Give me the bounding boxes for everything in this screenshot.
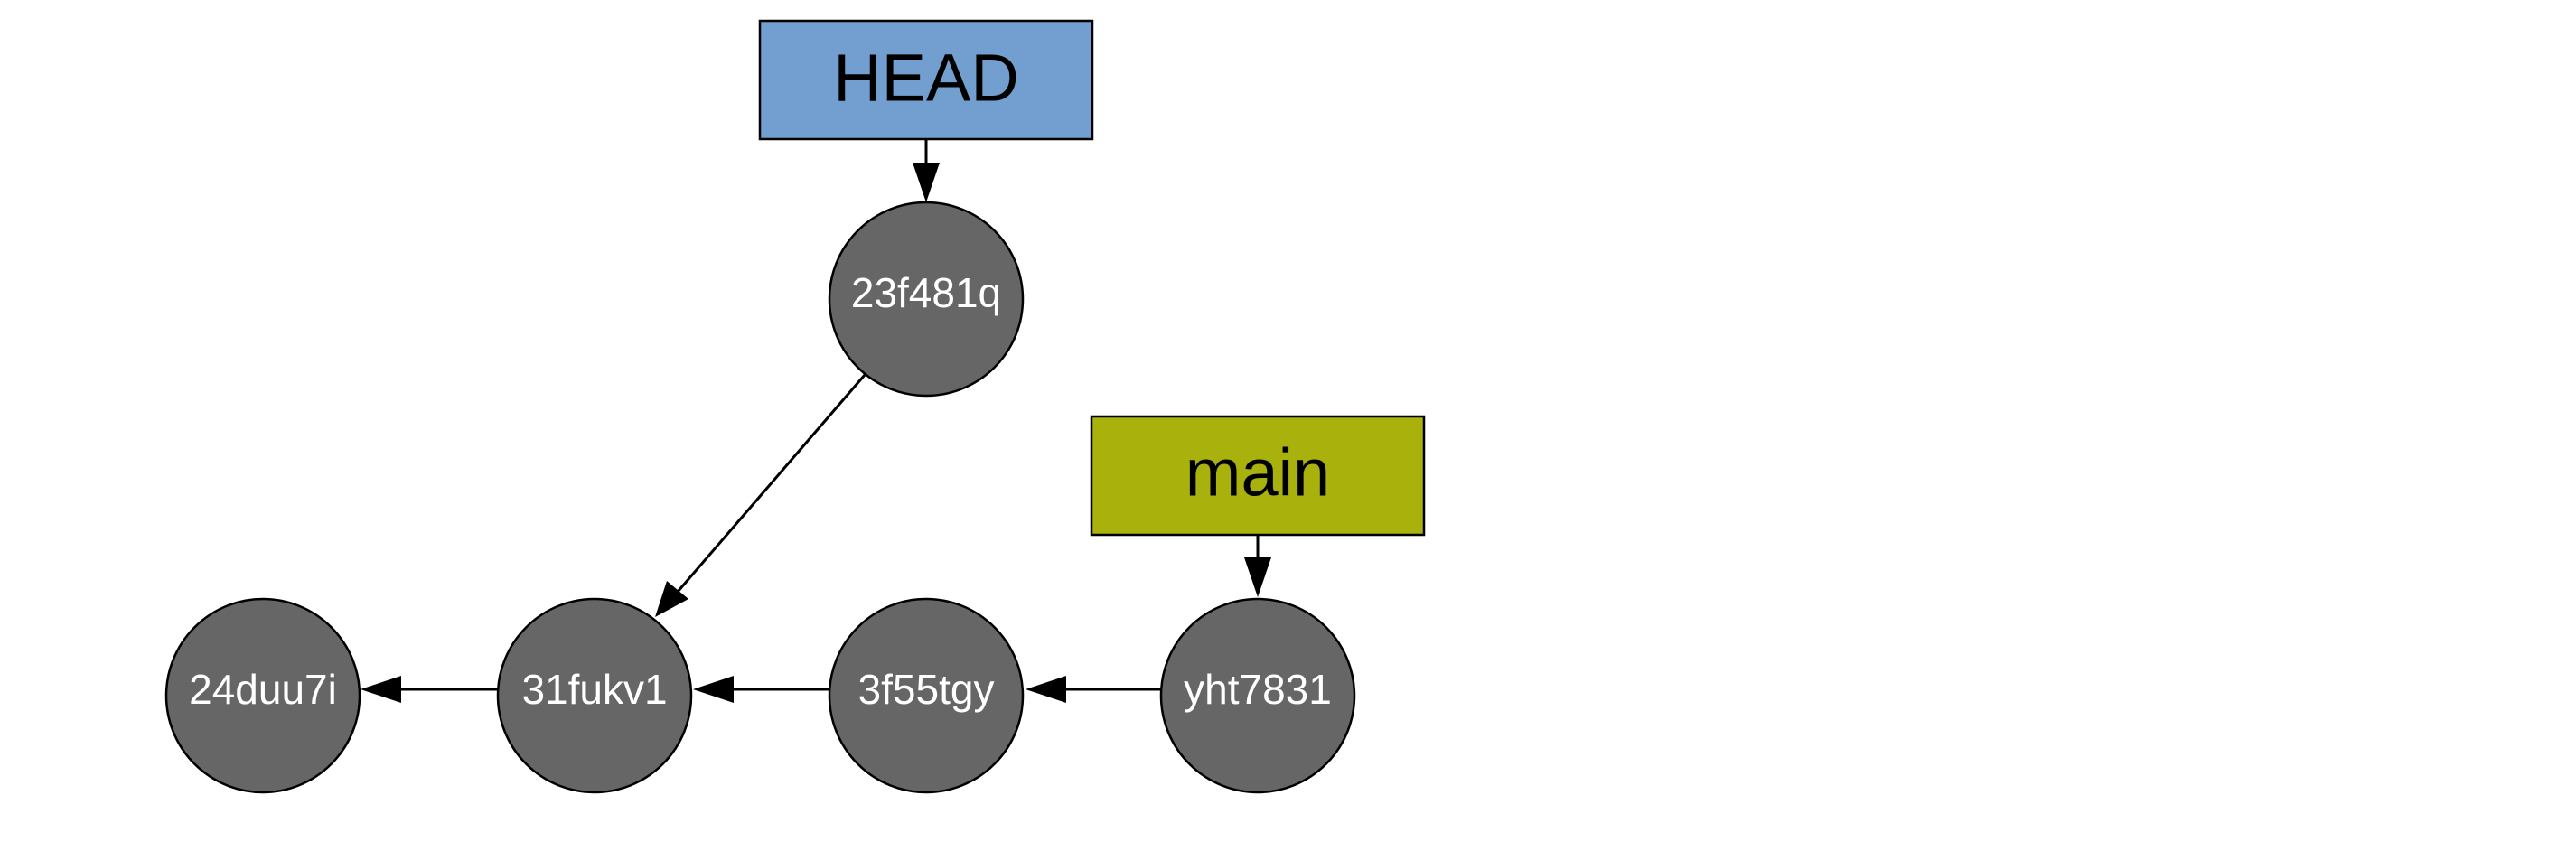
commit-31fukv1: 31fukv1 bbox=[496, 597, 693, 794]
commit-label: 23f481q bbox=[851, 269, 1001, 316]
commit-node bbox=[828, 597, 1025, 794]
commit-node bbox=[1159, 597, 1356, 794]
ref-head-label: HEAD bbox=[833, 41, 1019, 116]
commit-label: 3f55tgy bbox=[858, 666, 995, 713]
commit-label: 24duu7i bbox=[189, 666, 337, 713]
edges bbox=[361, 139, 1271, 703]
commit-node bbox=[496, 597, 693, 794]
commit-node bbox=[828, 201, 1025, 398]
commit-24duu7i: 24duu7i bbox=[164, 597, 361, 794]
commit-yht7831: yht7831 bbox=[1159, 597, 1356, 794]
commit-label: 31fukv1 bbox=[521, 666, 667, 713]
edge-3f55tgy-to-31fukv1 bbox=[693, 676, 829, 703]
commit-23f481q: 23f481q bbox=[828, 201, 1025, 398]
edge-31fukv1-to-24duu7i bbox=[361, 676, 498, 703]
commit-label: yht7831 bbox=[1184, 666, 1332, 713]
edge-yht7831-to-3f55tgy bbox=[1026, 676, 1163, 703]
commit-3f55tgy: 3f55tgy bbox=[828, 597, 1025, 794]
edge-23f481q-to-31fukv1 bbox=[655, 374, 866, 617]
edge-main-to-yht7831 bbox=[1244, 535, 1271, 597]
commit-node bbox=[164, 597, 361, 794]
ref-main: main bbox=[1090, 415, 1426, 537]
ref-main-label: main bbox=[1185, 435, 1330, 510]
ref-main-box bbox=[1090, 415, 1426, 537]
edge-head-to-23f481q bbox=[913, 139, 940, 202]
ref-head: HEAD bbox=[758, 19, 1094, 141]
ref-head-box bbox=[758, 19, 1094, 141]
